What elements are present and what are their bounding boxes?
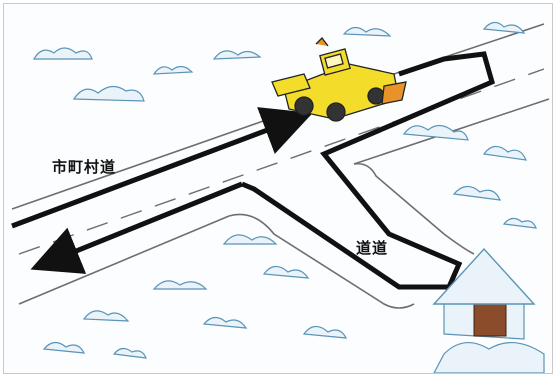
snow-mound: [302, 325, 348, 339]
snow-mound: [152, 280, 208, 290]
snow-mound: [222, 234, 278, 245]
snow-mound: [452, 185, 501, 201]
municipal-road-label: 市町村道: [52, 158, 117, 176]
side-road: [228, 162, 475, 309]
side-road-edge-right: [353, 162, 475, 255]
snow-mound: [402, 124, 469, 141]
snow-mound: [82, 310, 130, 322]
snow-mound: [342, 26, 392, 37]
snow-mounds: [32, 21, 537, 359]
snow-scene: [11, 21, 550, 373]
snow-mound: [502, 217, 537, 229]
road-edge-bottom: [18, 215, 230, 305]
snow-mound: [262, 265, 310, 279]
snow-mound: [212, 50, 262, 60]
snow-mound: [32, 47, 93, 60]
road-edge-top: [11, 118, 270, 210]
route-return-arrow: [30, 181, 243, 274]
plow-route: [11, 51, 496, 290]
snowplow-grader-icon: [271, 37, 407, 122]
snow-mound: [42, 341, 86, 354]
illustration-frame: 市町村道 道道: [3, 3, 553, 374]
snow-mound: [112, 347, 147, 359]
snow-mound: [482, 21, 526, 34]
snow-covered-house-icon: [432, 247, 545, 373]
route-loop: [241, 51, 496, 290]
snow-mound: [152, 65, 194, 75]
center-line: [18, 68, 545, 255]
snow-mound: [72, 85, 145, 102]
snow-mound: [482, 145, 527, 161]
side-road-edge-left: [228, 213, 415, 309]
snow-mound: [202, 316, 248, 329]
private-road-label: 道道: [356, 239, 389, 257]
route-outbound-arrow: [11, 107, 313, 229]
